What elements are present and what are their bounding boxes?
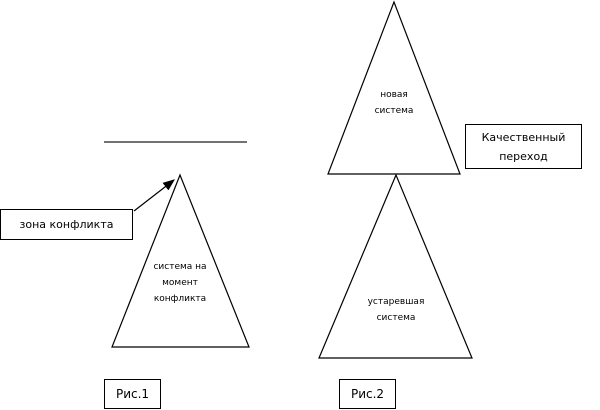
- conflict-zone-label: зона конфликта: [19, 218, 114, 231]
- qualitative-transition-line-1: Качественный: [481, 130, 566, 144]
- conflict-system-label-line-1: система на: [153, 262, 207, 272]
- figure-2-caption: Рис.2: [339, 379, 396, 409]
- conflict-system-label: система на момент конфликта: [140, 259, 220, 307]
- old-system-label: устаревшая система: [354, 294, 438, 326]
- conflict-system-label-line-3: конфликта: [153, 294, 207, 304]
- new-system-label-line-1: новая: [380, 90, 408, 100]
- conflict-arrow: [133, 179, 175, 212]
- conflict-system-label-line-2: момент: [162, 278, 198, 288]
- figure-1-caption: Рис.1: [104, 379, 161, 409]
- old-system-triangle: [318, 173, 473, 359]
- new-system-label-line-2: система: [374, 106, 414, 116]
- figure-2-caption-text: Рис.2: [350, 386, 385, 401]
- new-system-triangle: [327, 0, 461, 175]
- qualitative-transition-line-2: переход: [499, 149, 548, 163]
- conflict-system-triangle: [111, 173, 250, 348]
- new-system-label: новая система: [354, 87, 434, 119]
- figure-1-caption-text: Рис.1: [115, 386, 150, 401]
- old-system-label-line-1: устаревшая: [367, 297, 425, 307]
- qualitative-transition-box: Качественный переход: [465, 124, 582, 169]
- old-system-label-line-2: система: [376, 313, 416, 323]
- conflict-zone-box: зона конфликта: [0, 209, 133, 240]
